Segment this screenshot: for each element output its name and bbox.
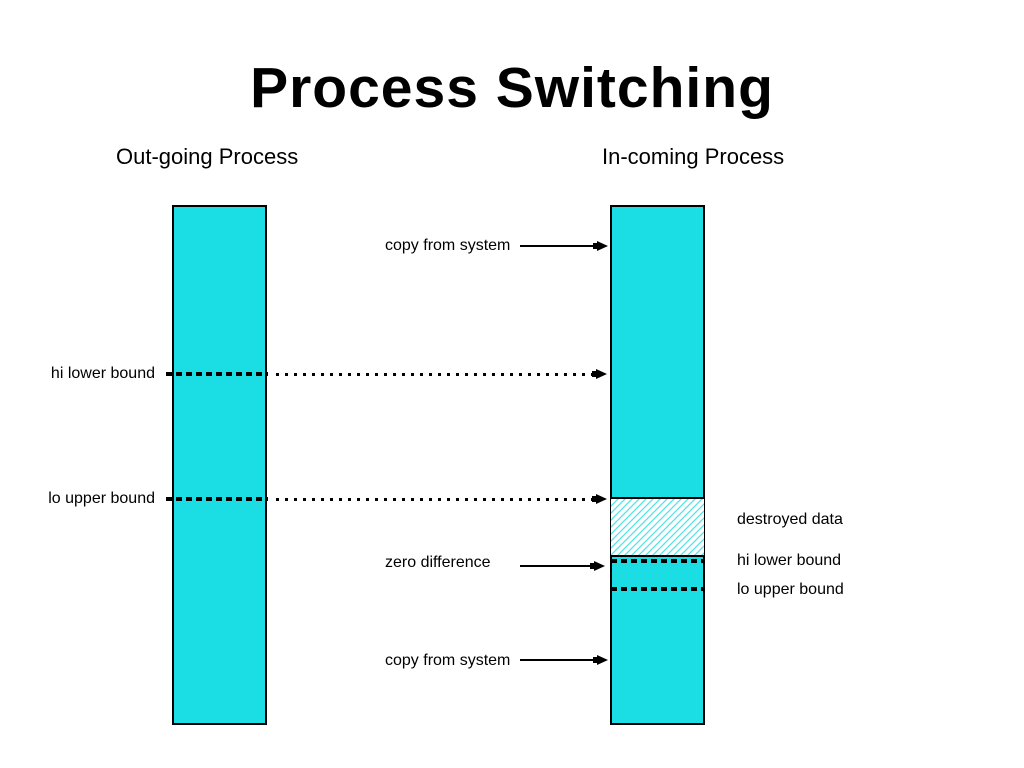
arrow-right-icon [596,494,607,504]
copy-from-system-bottom-arrow [520,655,608,665]
lo-upper-bound-dotted-arrow [276,494,607,504]
column-header-incoming: In-coming Process [602,144,785,169]
destroyed-data-hatch-region [611,497,704,557]
outgoing-lo-upper-bound-label: lo upper bound [48,490,155,507]
dotted-arrow-shaft [276,372,592,376]
arrow-shaft [520,659,593,661]
outgoing-lo-upper-bound-line [166,497,268,501]
column-header-outgoing: Out-going Process [116,144,299,169]
destroyed-data-label: destroyed data [737,511,843,528]
outgoing-process-bar [172,205,267,725]
arrow-right-icon [597,655,608,665]
incoming-hi-lower-bound-line [611,559,704,563]
outgoing-hi-lower-bound-label: hi lower bound [50,365,155,382]
arrow-shaft [520,565,590,567]
incoming-hi-lower-bound-label: hi lower bound [737,552,842,569]
dotted-arrow-shaft [276,497,592,501]
zero-difference-arrow [520,561,605,571]
arrow-stem [590,563,594,569]
incoming-process-bar [610,205,705,725]
arrow-right-icon [594,561,605,571]
copy-from-system-top-label: copy from system [385,237,511,254]
arrow-right-icon [596,369,607,379]
page-title: Process Switching [250,56,774,120]
arrow-stem [593,657,597,663]
hi-lower-bound-dotted-arrow [276,369,607,379]
arrow-stem [592,496,596,502]
copy-from-system-bottom-label: copy from system [385,652,511,669]
arrow-right-icon [597,241,608,251]
incoming-lo-upper-bound-line [611,587,704,591]
copy-from-system-top-arrow [520,241,608,251]
arrow-stem [593,243,597,249]
diagonal-hatch-pattern [611,499,704,555]
outgoing-hi-lower-bound-line [166,372,268,376]
arrow-shaft [520,245,593,247]
arrow-stem [592,371,596,377]
zero-difference-label: zero difference [385,554,491,571]
incoming-lo-upper-bound-label: lo upper bound [737,581,844,598]
